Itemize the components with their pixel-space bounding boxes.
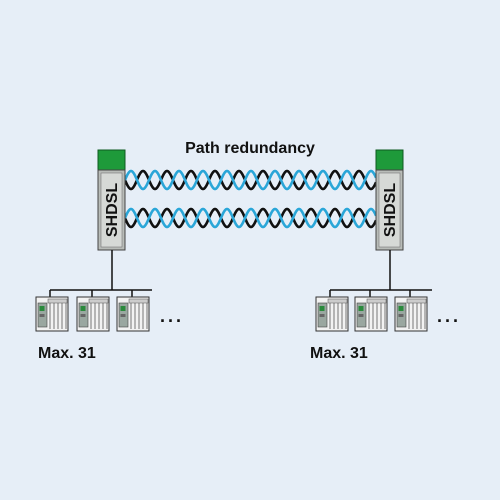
io-device-icon — [354, 296, 388, 332]
io-device-icon — [35, 296, 69, 332]
shdsl-module-label: SHDSL — [104, 183, 121, 237]
twisted-pair-cable-icon — [123, 169, 378, 229]
bus-line-right — [329, 250, 432, 298]
io-device-icon — [76, 296, 110, 332]
more-devices-ellipsis: ... — [160, 306, 184, 326]
io-device-icon — [116, 296, 150, 332]
cable-wire-2 — [123, 207, 378, 229]
io-device-icon — [315, 296, 349, 332]
diagram-title: Path redundancy — [185, 140, 315, 157]
cable-wire-2 — [123, 207, 378, 229]
cable-wire-1 — [123, 169, 378, 191]
device-group-left: ... — [35, 296, 184, 332]
shdsl-module-right: SHDSL — [375, 149, 404, 251]
shdsl-module-label: SHDSL — [382, 183, 399, 237]
device-group-right: ... — [315, 296, 461, 332]
group-count-label-left: Max. 31 — [38, 345, 96, 362]
group-count-label-right: Max. 31 — [310, 345, 368, 362]
io-device-icon — [394, 296, 428, 332]
more-devices-ellipsis: ... — [437, 306, 461, 326]
cable-wire-1 — [123, 169, 378, 191]
shdsl-module-left: SHDSL — [97, 149, 126, 251]
bus-line-left — [49, 250, 152, 298]
